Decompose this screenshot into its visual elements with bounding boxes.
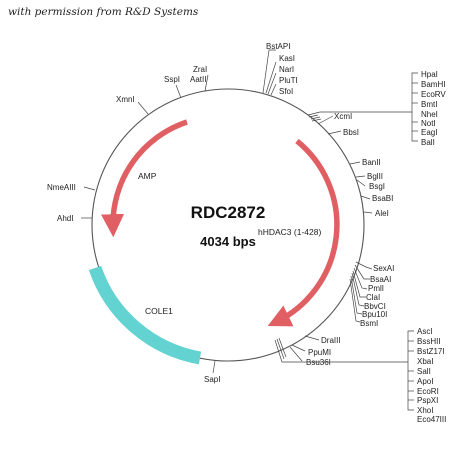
site-label-pluti: PluTI — [279, 76, 298, 85]
site-draiii-group: DraIII — [304, 335, 341, 345]
site-label-bbsi: BbsI — [343, 128, 359, 137]
site-label-bsabi: BsaBI — [372, 194, 393, 203]
site-label-sexai: SexAI — [373, 264, 394, 273]
site-bsabi-group: BsaBI — [360, 194, 393, 203]
cole1-feature-band — [88, 265, 202, 365]
site-label-xcmi: XcmI — [334, 112, 352, 121]
site-label-sali: SalI — [417, 367, 431, 376]
site-label-bglii: BglII — [367, 172, 383, 181]
site-label-clai: ClaI — [366, 293, 380, 302]
site-label-bsu36i: Bsu36I — [306, 358, 331, 367]
site-label-draiii: DraIII — [321, 336, 341, 345]
site-label-xbai: XbaI — [417, 357, 433, 366]
plasmid-size: 4034 bps — [200, 234, 256, 249]
site-label-pspxi: PspXI — [417, 396, 438, 405]
plasmid-backbone — [91, 88, 365, 362]
site-label-apoi: ApoI — [417, 377, 433, 386]
site-label-eco47iii: Eco47III — [417, 415, 446, 424]
site-label-pmli: PmlI — [368, 284, 384, 293]
site-zrai-group: ZraI AatII — [190, 65, 209, 92]
site-label-bsmi: BsmI — [360, 319, 378, 328]
site-ppumi-group: PpuMI Bsu36I — [289, 344, 331, 367]
site-label-bali: BalI — [421, 138, 435, 147]
site-label-aatii: AatII — [190, 75, 206, 84]
site-label-banii: BanII — [362, 158, 381, 167]
site-label-bbvci: BbvCI — [364, 302, 386, 311]
amp-label: AMP — [138, 171, 157, 181]
site-label-bamhi: BamHI — [421, 80, 445, 89]
site-banii-group: BanII — [349, 158, 381, 167]
site-label-sspi: SspI — [164, 75, 180, 84]
site-label-zrai: ZraI — [193, 65, 207, 74]
site-bbsi-group: BbsI — [327, 128, 359, 137]
cole1-label: COLE1 — [145, 306, 173, 316]
site-sspi-group: SspI — [164, 75, 182, 99]
site-label-bsshii: BssHII — [417, 337, 441, 346]
site-label-nmeaiii: NmeAIII — [47, 183, 76, 192]
site-label-asci: AscI — [417, 327, 433, 336]
site-label-ecori: EcoRI — [417, 387, 439, 396]
hhdac3-label: hHDAC3 (1-428) — [258, 227, 321, 237]
site-label-bmti: BmtI — [421, 100, 437, 109]
site-bglii-group: BglII BsgI — [355, 172, 385, 191]
site-label-ahdi: AhdI — [57, 214, 73, 223]
site-hpai-group: HpaI BamHI EcoRV BmtI NheI NotI EagI Bal… — [307, 70, 446, 147]
site-label-bstz17i: BstZ17I — [417, 347, 445, 356]
site-label-ppumi: PpuMI — [308, 348, 331, 357]
site-sapi-group: SapI — [204, 360, 220, 384]
site-label-bpu10i: Bpu10I — [362, 310, 387, 319]
site-nmeaiii-group: NmeAIII — [47, 183, 96, 192]
site-label-nhei: NheI — [421, 110, 438, 119]
site-label-bsgi: BsgI — [369, 182, 385, 191]
site-alei-group: AleI — [363, 209, 389, 218]
site-label-eagi: EagI — [421, 128, 437, 137]
site-bstapi-group: BstAPI KasI NarI PluTI SfoI — [262, 42, 298, 96]
site-label-sfoi: SfoI — [279, 87, 293, 96]
hhdac3-arrow — [267, 138, 340, 327]
site-xcmi-group: XcmI — [317, 112, 352, 125]
site-label-alei: AleI — [375, 209, 389, 218]
site-ahdi-group: AhdI — [57, 214, 92, 223]
site-xmni-group: XmnI — [116, 95, 149, 115]
site-label-xhoi: XhoI — [417, 406, 433, 415]
site-label-sapi: SapI — [204, 375, 220, 384]
site-label-bsaai: BsaAI — [370, 275, 391, 284]
credit-line: with permission from R&D Systems — [8, 6, 199, 18]
site-label-noti: NotI — [421, 119, 436, 128]
site-label-nari: NarI — [279, 65, 294, 74]
site-label-xmni: XmnI — [116, 95, 135, 104]
site-label-bstapi: BstAPI — [266, 42, 290, 51]
site-label-kasi: KasI — [279, 54, 295, 63]
plasmid-name: RDC2872 — [191, 203, 266, 222]
amp-arrow — [101, 119, 188, 238]
site-asci-group: AscI BssHII BstZ17I XbaI SalI ApoI EcoRI… — [274, 327, 446, 424]
site-label-hpai: HpaI — [421, 70, 438, 79]
site-label-ecorv: EcoRV — [421, 90, 446, 99]
site-sexai-group: SexAI BsaAI PmlI ClaI BbvCI Bpu10I BsmI — [349, 261, 394, 328]
